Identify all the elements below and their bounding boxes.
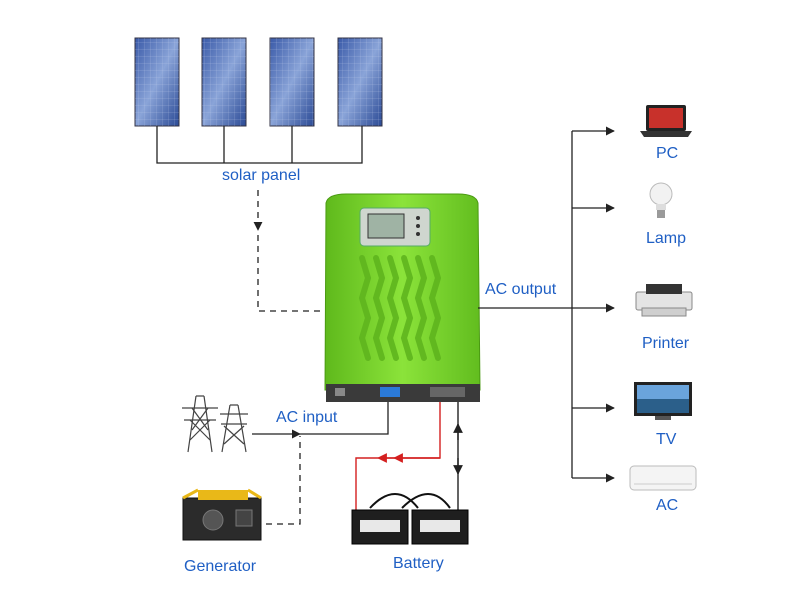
ac-input-line xyxy=(252,402,389,439)
tv-icon xyxy=(634,382,692,420)
battery-label: Battery xyxy=(393,555,444,572)
solar-panels xyxy=(134,37,383,127)
transmission-tower-icon xyxy=(182,395,248,453)
ac-output-label: AC output xyxy=(485,281,557,298)
solar-feed-line xyxy=(253,190,330,312)
generator-feed-line xyxy=(266,436,301,525)
load-label-tv: TV xyxy=(656,431,677,448)
inverter xyxy=(324,193,481,402)
load-label-ac: AC xyxy=(656,497,679,514)
generator-icon xyxy=(182,488,262,541)
load-label-printer: Printer xyxy=(642,335,690,352)
battery-icon xyxy=(351,493,469,545)
ac-output-lines xyxy=(478,126,615,483)
air-conditioner-icon xyxy=(629,465,697,491)
solar-panel-label: solar panel xyxy=(222,167,301,184)
laptop-icon xyxy=(640,105,692,137)
printer-icon xyxy=(635,284,693,317)
load-label-lamp: Lamp xyxy=(646,230,687,247)
battery-wiring xyxy=(355,402,463,510)
solar-panel-4 xyxy=(337,37,383,127)
generator-label: Generator xyxy=(184,558,257,575)
panel-wiring xyxy=(156,126,363,164)
lightbulb-icon xyxy=(649,182,673,218)
solar-panel-3 xyxy=(269,37,315,127)
solar-panel-2 xyxy=(201,37,247,127)
ac-input-label: AC input xyxy=(276,409,338,426)
solar-panel-1 xyxy=(134,37,180,127)
load-label-pc: PC xyxy=(656,145,679,162)
